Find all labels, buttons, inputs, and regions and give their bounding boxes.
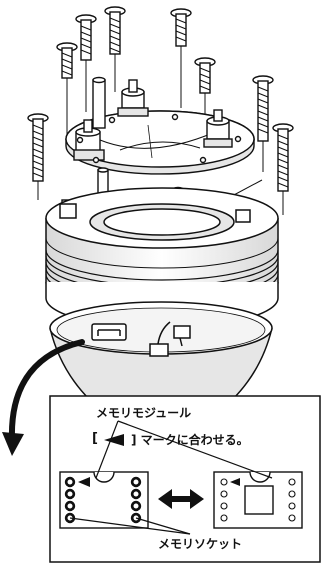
screw-8 — [272, 123, 294, 215]
align-instruction-suffix: ] マークに合わせる。 — [131, 433, 249, 447]
module-triangle-icon — [230, 478, 240, 486]
socket-pins-right — [130, 476, 142, 524]
left-triangle-icon — [78, 477, 90, 487]
bracket-triangle-icon — [104, 434, 124, 446]
nut-center — [117, 79, 149, 117]
align-instruction-prefix: [ — [92, 431, 98, 446]
memory-module-label: メモリモジュール — [96, 406, 192, 420]
screw-3 — [75, 14, 97, 112]
curved-arrow-head — [2, 432, 24, 456]
screw-6 — [252, 75, 274, 172]
screw-1 — [104, 6, 126, 92]
leader-lines — [69, 420, 273, 535]
top-plate — [65, 76, 255, 175]
screw-2 — [170, 8, 192, 108]
double-arrow-icon — [158, 489, 204, 509]
screw-group — [27, 6, 294, 215]
nut-right — [203, 109, 233, 148]
connector-small — [149, 321, 191, 357]
screw-4 — [56, 42, 78, 140]
memory-socket-label: メモリソケット — [158, 537, 243, 551]
screw-7 — [27, 113, 49, 200]
nut-left — [73, 119, 105, 161]
memory-module-small — [91, 323, 127, 341]
screw-5 — [194, 57, 216, 118]
standoff-left — [92, 76, 106, 129]
lower-dome — [49, 301, 273, 401]
callout-box — [49, 395, 321, 563]
memory-module-diagram — [213, 471, 303, 529]
curved-arrow-icon — [8, 339, 85, 443]
memory-socket-diagram — [59, 471, 149, 529]
